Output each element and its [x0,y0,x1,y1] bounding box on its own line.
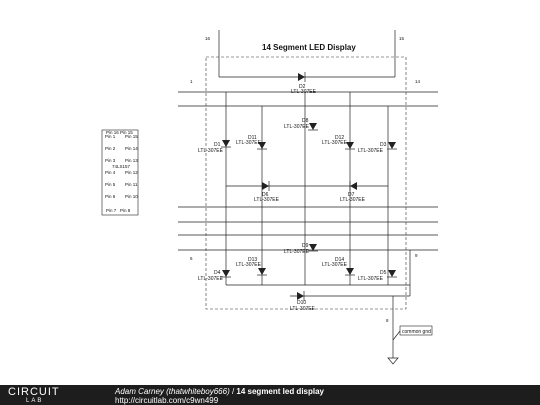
led-d8[interactable]: D8 LTL-307EE [284,118,318,131]
pin-label: 15 [399,36,405,41]
svg-text:LTL-307EE: LTL-307EE [284,249,310,255]
led-d4[interactable]: D4 LTL-307EE [198,270,231,282]
svg-text:D9: D9 [302,243,309,249]
led-d13[interactable]: D13 LTL-307EE [236,257,267,276]
common-gnd-label: common gnd [392,325,433,341]
led-d3[interactable]: D3 LTL-307EE [358,142,397,154]
pin-label: 14 [415,79,421,84]
svg-text:D10: D10 [297,300,306,306]
svg-text:D13: D13 [248,257,257,263]
pin-label: 1 [190,79,193,84]
svg-text:LTL-307EE: LTL-307EE [358,276,384,282]
svg-text:D1: D1 [214,142,221,148]
author[interactable]: Adam Carney (thatwhiteboy666) [115,387,230,396]
svg-text:Pin 14: Pin 14 [125,146,138,151]
svg-text:LTL-307EE: LTL-307EE [322,140,348,146]
svg-text:Pin 1: Pin 1 [105,134,116,139]
led-d6[interactable]: D6 LTL-307EE [254,181,280,203]
display-title: 14 Segment LED Display [262,43,356,52]
svg-text:LTL-307EE: LTL-307EE [198,148,224,154]
circuitlab-logo[interactable]: CIRCUIT LAB [8,386,60,405]
pin-label: 6 [190,256,193,261]
svg-text:Pin 10: Pin 10 [125,194,138,199]
pin-label: 8 [386,318,389,323]
project-url[interactable]: http://circuitlab.com/c9wn499 [115,396,219,405]
svg-text:D4: D4 [214,270,221,276]
led-d14[interactable]: D14 LTL-307EE [322,257,355,276]
svg-text:Pin 15: Pin 15 [125,134,138,139]
led-d9[interactable]: D9 LTL-307EE [284,243,318,255]
led-d2[interactable]: D2 LTL-307EE [291,72,317,95]
svg-text:Pin 5: Pin 5 [105,182,116,187]
svg-text:Pin 3: Pin 3 [105,158,116,163]
svg-text:74LS157: 74LS157 [112,164,131,169]
svg-text:LTL-307EE: LTL-307EE [236,262,262,268]
schematic: 14 Segment LED Display 16 15 1 14 6 9 8 … [101,30,438,365]
svg-text:Pin 11: Pin 11 [125,182,138,187]
svg-text:D2: D2 [299,84,306,90]
led-d1[interactable]: D1 LTL-307EE [198,140,231,154]
svg-text:D11: D11 [248,135,257,141]
svg-text:LTL-307EE: LTL-307EE [358,148,384,154]
svg-text:D6: D6 [262,192,269,198]
led-group: D2 LTL-307EE D1 LTL-307EE D11 LTL-307EE … [198,72,397,312]
svg-text:Pin 2: Pin 2 [105,146,116,151]
svg-text:LTL-307EE: LTL-307EE [236,140,262,146]
svg-text:LTL-307EE: LTL-307EE [254,197,280,203]
led-d11[interactable]: D11 LTL-307EE [236,135,267,150]
chip-74ls157: Pin 16 Pin 15 Pin 1 Pin 2 Pin 3 Pin 4 Pi… [101,129,139,216]
svg-text:LTL-307EE: LTL-307EE [284,124,310,130]
wires [178,30,438,365]
svg-text:D5: D5 [380,270,387,276]
pin-label: 16 [205,36,211,41]
svg-text:LTL-307EE: LTL-307EE [340,197,366,203]
svg-text:D8: D8 [302,118,309,124]
svg-text:D12: D12 [335,135,344,141]
led-d12[interactable]: D12 LTL-307EE [322,135,355,150]
svg-text:Pin 8: Pin 8 [120,208,131,213]
svg-text:Pin 15: Pin 15 [120,130,133,135]
led-d7[interactable]: D7 LTL-307EE [340,181,366,203]
svg-text:D7: D7 [348,192,355,198]
schematic-canvas: 14 Segment LED Display 16 15 1 14 6 9 8 … [101,30,438,365]
svg-text:Pin 16: Pin 16 [106,130,119,135]
svg-text:Pin 6: Pin 6 [105,194,116,199]
svg-text:LTL-307EE: LTL-307EE [290,306,316,312]
svg-text:LTL-307EE: LTL-307EE [198,276,224,282]
svg-text:Pin 12: Pin 12 [125,170,138,175]
led-d5[interactable]: D5 LTL-307EE [358,270,397,282]
svg-text:Pin 13: Pin 13 [125,158,138,163]
display-enclosure [205,56,407,310]
pin-label: 9 [415,253,418,258]
svg-text:D3: D3 [380,142,387,148]
svg-text:Pin 7: Pin 7 [106,208,117,213]
svg-text:LTL-307EE: LTL-307EE [322,262,348,268]
svg-text:D14: D14 [335,257,344,263]
svg-text:Pin 4: Pin 4 [105,170,116,175]
footer-meta: Adam Carney (thatwhiteboy666) / 14 segme… [115,387,324,405]
svg-text:common gnd: common gnd [402,329,431,335]
project-title: 14 segment led display [236,387,324,396]
svg-text:LTL-307EE: LTL-307EE [291,89,317,95]
led-d10[interactable]: D10 LTL-307EE [290,291,316,312]
footer-bar: CIRCUIT LAB Adam Carney (thatwhiteboy666… [0,385,540,405]
